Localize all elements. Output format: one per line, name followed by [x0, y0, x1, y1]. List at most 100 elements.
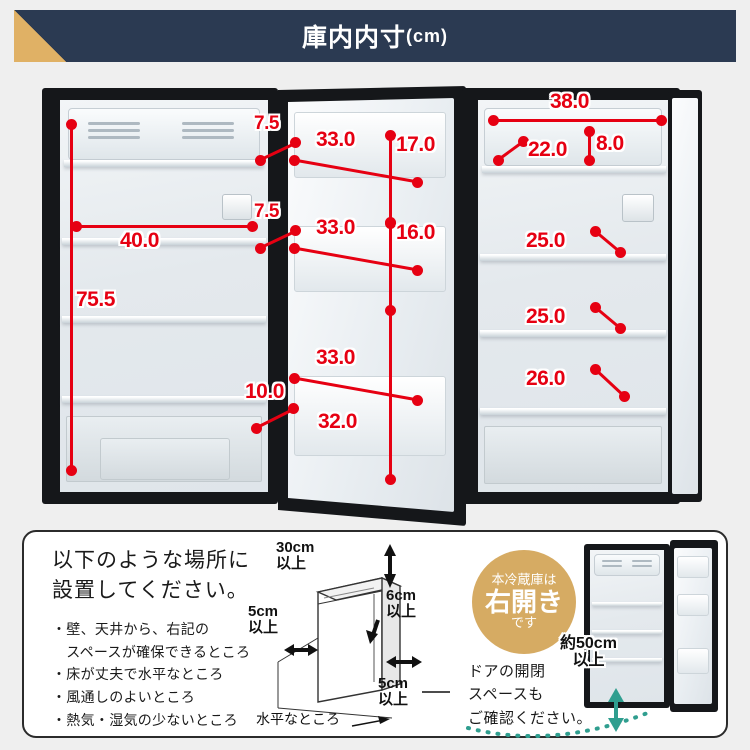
right-crisper-drawer — [484, 426, 662, 484]
dim-door-bin2-width-dot-b — [412, 265, 423, 276]
dim-door-bin2-width-dot-a — [289, 243, 300, 254]
installation-bullet-2: ・床が丈夫で水平なところ — [52, 666, 224, 683]
clearance-right-lower-note: 以上 — [378, 690, 409, 708]
right-freezer-compartment — [484, 108, 662, 166]
left-crisper-front — [100, 438, 230, 480]
dim-door-bin2-depth-dot-b — [290, 225, 301, 236]
left-fridge-diagram: 75.5 40.0 7.5 33.0 17.0 7.5 — [40, 86, 450, 526]
dim-door-bin1-width-line — [290, 156, 424, 188]
dim-freezer-height-dot-bottom — [584, 155, 595, 166]
clearance-left-label: 5cm 以上 — [248, 604, 278, 636]
dim-door-bin3-depth-dot-b — [288, 403, 299, 414]
dim-shelf-gap-3-label: 26.0 — [526, 367, 565, 390]
dim-door-bin3-depth-line — [252, 404, 300, 432]
dim-interior-height-dot-bottom — [66, 465, 77, 476]
badge-line3: です — [510, 615, 537, 631]
right-freezer-base-shelf — [482, 166, 666, 173]
clearance-right-lower-label: 5cm 以上 — [378, 676, 408, 708]
dim-door-bin3-width-dot-b — [412, 395, 423, 406]
door-swing-note: 以上 — [572, 651, 605, 669]
right-shelf-2 — [480, 330, 666, 337]
door-swing-label: 約50cm 以上 — [560, 635, 617, 670]
freezer-base-shelf — [64, 160, 264, 167]
dim-freezer-width-label: 38.0 — [550, 90, 589, 113]
dim-door-bin2-width-line — [290, 244, 424, 276]
right-open-badge: 本冷蔵庫は 右開き です — [472, 550, 576, 654]
clearance-top-note: 以上 — [276, 554, 307, 572]
dim-interior-width-line — [75, 225, 255, 228]
door-bin-lower — [294, 376, 446, 456]
page-title-unit: (cm) — [406, 25, 449, 46]
installation-bullet-3: ・風通しのよいところ — [52, 689, 195, 706]
dim-door-bin1-height-label: 17.0 — [396, 133, 435, 156]
right-door-liner — [672, 98, 698, 494]
installation-bullet-0: ・壁、天井から、右記の — [52, 621, 210, 637]
banner-corner-triangle — [14, 10, 66, 62]
dim-door-bin2-height-line — [389, 223, 392, 311]
dim-door-bin3-depth-dot-a — [251, 423, 262, 434]
dim-interior-height-dot-top — [66, 119, 77, 130]
dim-freezer-width-line — [492, 119, 664, 122]
dim-freezer-height-line — [588, 131, 591, 161]
left-freezer-compartment — [68, 108, 260, 160]
dim-door-bin1-height-dot-top — [385, 130, 396, 141]
installation-bullet-1: スペースが確保できるところ — [52, 643, 251, 660]
dim-freezer-depth-dot-b — [518, 136, 529, 147]
dim-freezer-width-dot-right — [656, 115, 667, 126]
page-title: 庫内内寸(cm) — [14, 10, 736, 62]
right-shelf-3 — [480, 408, 666, 415]
dim-door-bin1-height-line — [389, 135, 392, 223]
clearance-right-upper-note: 以上 — [386, 602, 417, 620]
freezer-vent-5 — [182, 129, 234, 132]
dim-door-bin1-depth-line — [256, 138, 302, 164]
door-bin-middle — [294, 226, 446, 292]
dim-freezer-depth-dot-a — [493, 155, 504, 166]
dim-door-bin2-height-dot-top — [385, 218, 396, 229]
dim-door-bin1-width-dot-b — [412, 177, 423, 188]
dim-door-bin2-height-dot-bottom — [385, 305, 396, 316]
mini-door-bin-3 — [677, 648, 709, 674]
dim-shelf-gap-2-label: 25.0 — [526, 305, 565, 328]
dim-door-bin1-depth-dot-b — [290, 137, 301, 148]
freezer-vent-4 — [182, 122, 234, 125]
left-shelf-2 — [62, 316, 266, 323]
page-title-text: 庫内内寸 — [301, 24, 406, 52]
dim-door-bin3-width-dot-a — [289, 373, 300, 384]
door-swing-diagram: 約50cm 以上 — [466, 540, 720, 739]
freezer-vent-6 — [182, 136, 234, 139]
mini-shelf-3 — [592, 658, 662, 662]
dim-shelf-gap-3-dot-a — [590, 364, 601, 375]
dim-interior-width-label: 40.0 — [120, 229, 159, 252]
dim-shelf-gap-1-label: 25.0 — [526, 229, 565, 252]
dim-door-bin1-width-dot-a — [289, 155, 300, 166]
mini-vent-4 — [632, 565, 652, 567]
dim-interior-height-line — [70, 124, 73, 470]
dim-door-bin3-width-label: 33.0 — [316, 346, 355, 369]
door-space-note-line3: ご確認ください。 — [468, 709, 593, 727]
clearance-right-upper-value: 6cm — [386, 587, 417, 604]
dim-door-bin3-height-label: 32.0 — [318, 410, 357, 433]
clearance-left-note: 以上 — [248, 618, 279, 636]
dim-door-bin2-depth-line — [256, 226, 302, 252]
dim-freezer-depth-label: 22.0 — [528, 138, 567, 161]
thermostat-control — [222, 194, 252, 220]
dim-door-bin3-height-line — [389, 311, 392, 480]
door-swing-arc — [466, 688, 652, 739]
dim-interior-width-dot-right — [247, 221, 258, 232]
dim-freezer-height-label: 8.0 — [596, 132, 624, 155]
clearance-right-upper-label: 6cm 以上 — [386, 588, 416, 620]
door-space-note-line2: スペースも — [468, 686, 544, 704]
mini-freezer-compartment — [594, 554, 660, 576]
door-space-note: ドアの開閉 スペースも ご確認ください。 — [468, 660, 592, 730]
installation-title-line1: 以下のような場所に — [52, 549, 250, 572]
mini-vent-1 — [602, 560, 622, 562]
right-shelf-1 — [480, 254, 666, 261]
installation-title-line2: 設置してください。 — [52, 579, 249, 603]
mini-vent-2 — [602, 565, 622, 567]
dim-shelf-gap-3-dot-b — [619, 391, 630, 402]
left-shelf-1 — [62, 238, 266, 245]
dim-door-bin2-depth-label: 7.5 — [254, 201, 279, 222]
clearance-right-lower-value: 5cm — [378, 675, 409, 692]
badge-line1: 本冷蔵庫は — [491, 572, 557, 588]
dim-interior-width-dot-left — [71, 221, 82, 232]
